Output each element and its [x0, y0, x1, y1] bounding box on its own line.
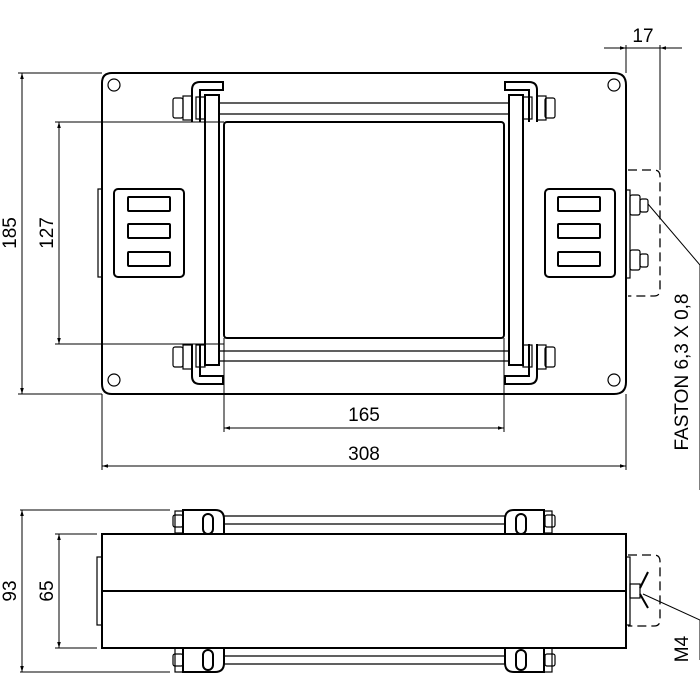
side-view: M4 93 65 — [0, 509, 700, 673]
dim-165: 165 — [348, 405, 380, 426]
left-side-strip — [97, 188, 103, 278]
bracket-bl — [191, 344, 224, 385]
label-m4: M4 — [672, 635, 693, 662]
terminal-zone-dashed — [628, 169, 661, 297]
bracket-tr — [504, 81, 538, 122]
terminal-plate-left — [113, 188, 185, 278]
m4-wing-nut — [629, 583, 641, 599]
dim-17: 17 — [632, 26, 653, 47]
side-clamp-tl — [182, 509, 225, 534]
dim-308: 308 — [348, 444, 380, 465]
right-side-strip — [625, 189, 631, 279]
faston-terminal-1 — [629, 194, 641, 216]
dim-127: 127 — [37, 217, 58, 249]
bracket-br — [504, 344, 538, 385]
core-window — [223, 121, 505, 339]
side-clamp-tr — [504, 509, 545, 534]
mounting-hole-tl — [107, 78, 121, 92]
mounting-hole-bl — [107, 373, 121, 387]
clamp-bar-left — [204, 94, 220, 366]
mounting-hole-br — [607, 373, 621, 387]
side-clamp-bl — [182, 648, 225, 673]
bracket-tl — [191, 81, 224, 122]
mounting-hole-tr — [607, 78, 621, 92]
dim-185: 185 — [0, 217, 21, 249]
label-faston: FASTON 6,3 X 0,8 — [672, 293, 693, 450]
earth-zone-dashed — [628, 554, 661, 627]
top-view: 185 127 165 308 17 FASTON 6,3 X 0,8 — [0, 26, 700, 490]
faston-terminal-2 — [629, 249, 641, 271]
dim-93: 93 — [0, 580, 21, 601]
side-clamp-br — [504, 648, 545, 673]
base-plate — [101, 72, 627, 395]
clamp-bar-right — [508, 94, 524, 366]
terminal-plate-right — [544, 188, 616, 278]
dim-65: 65 — [37, 580, 58, 601]
